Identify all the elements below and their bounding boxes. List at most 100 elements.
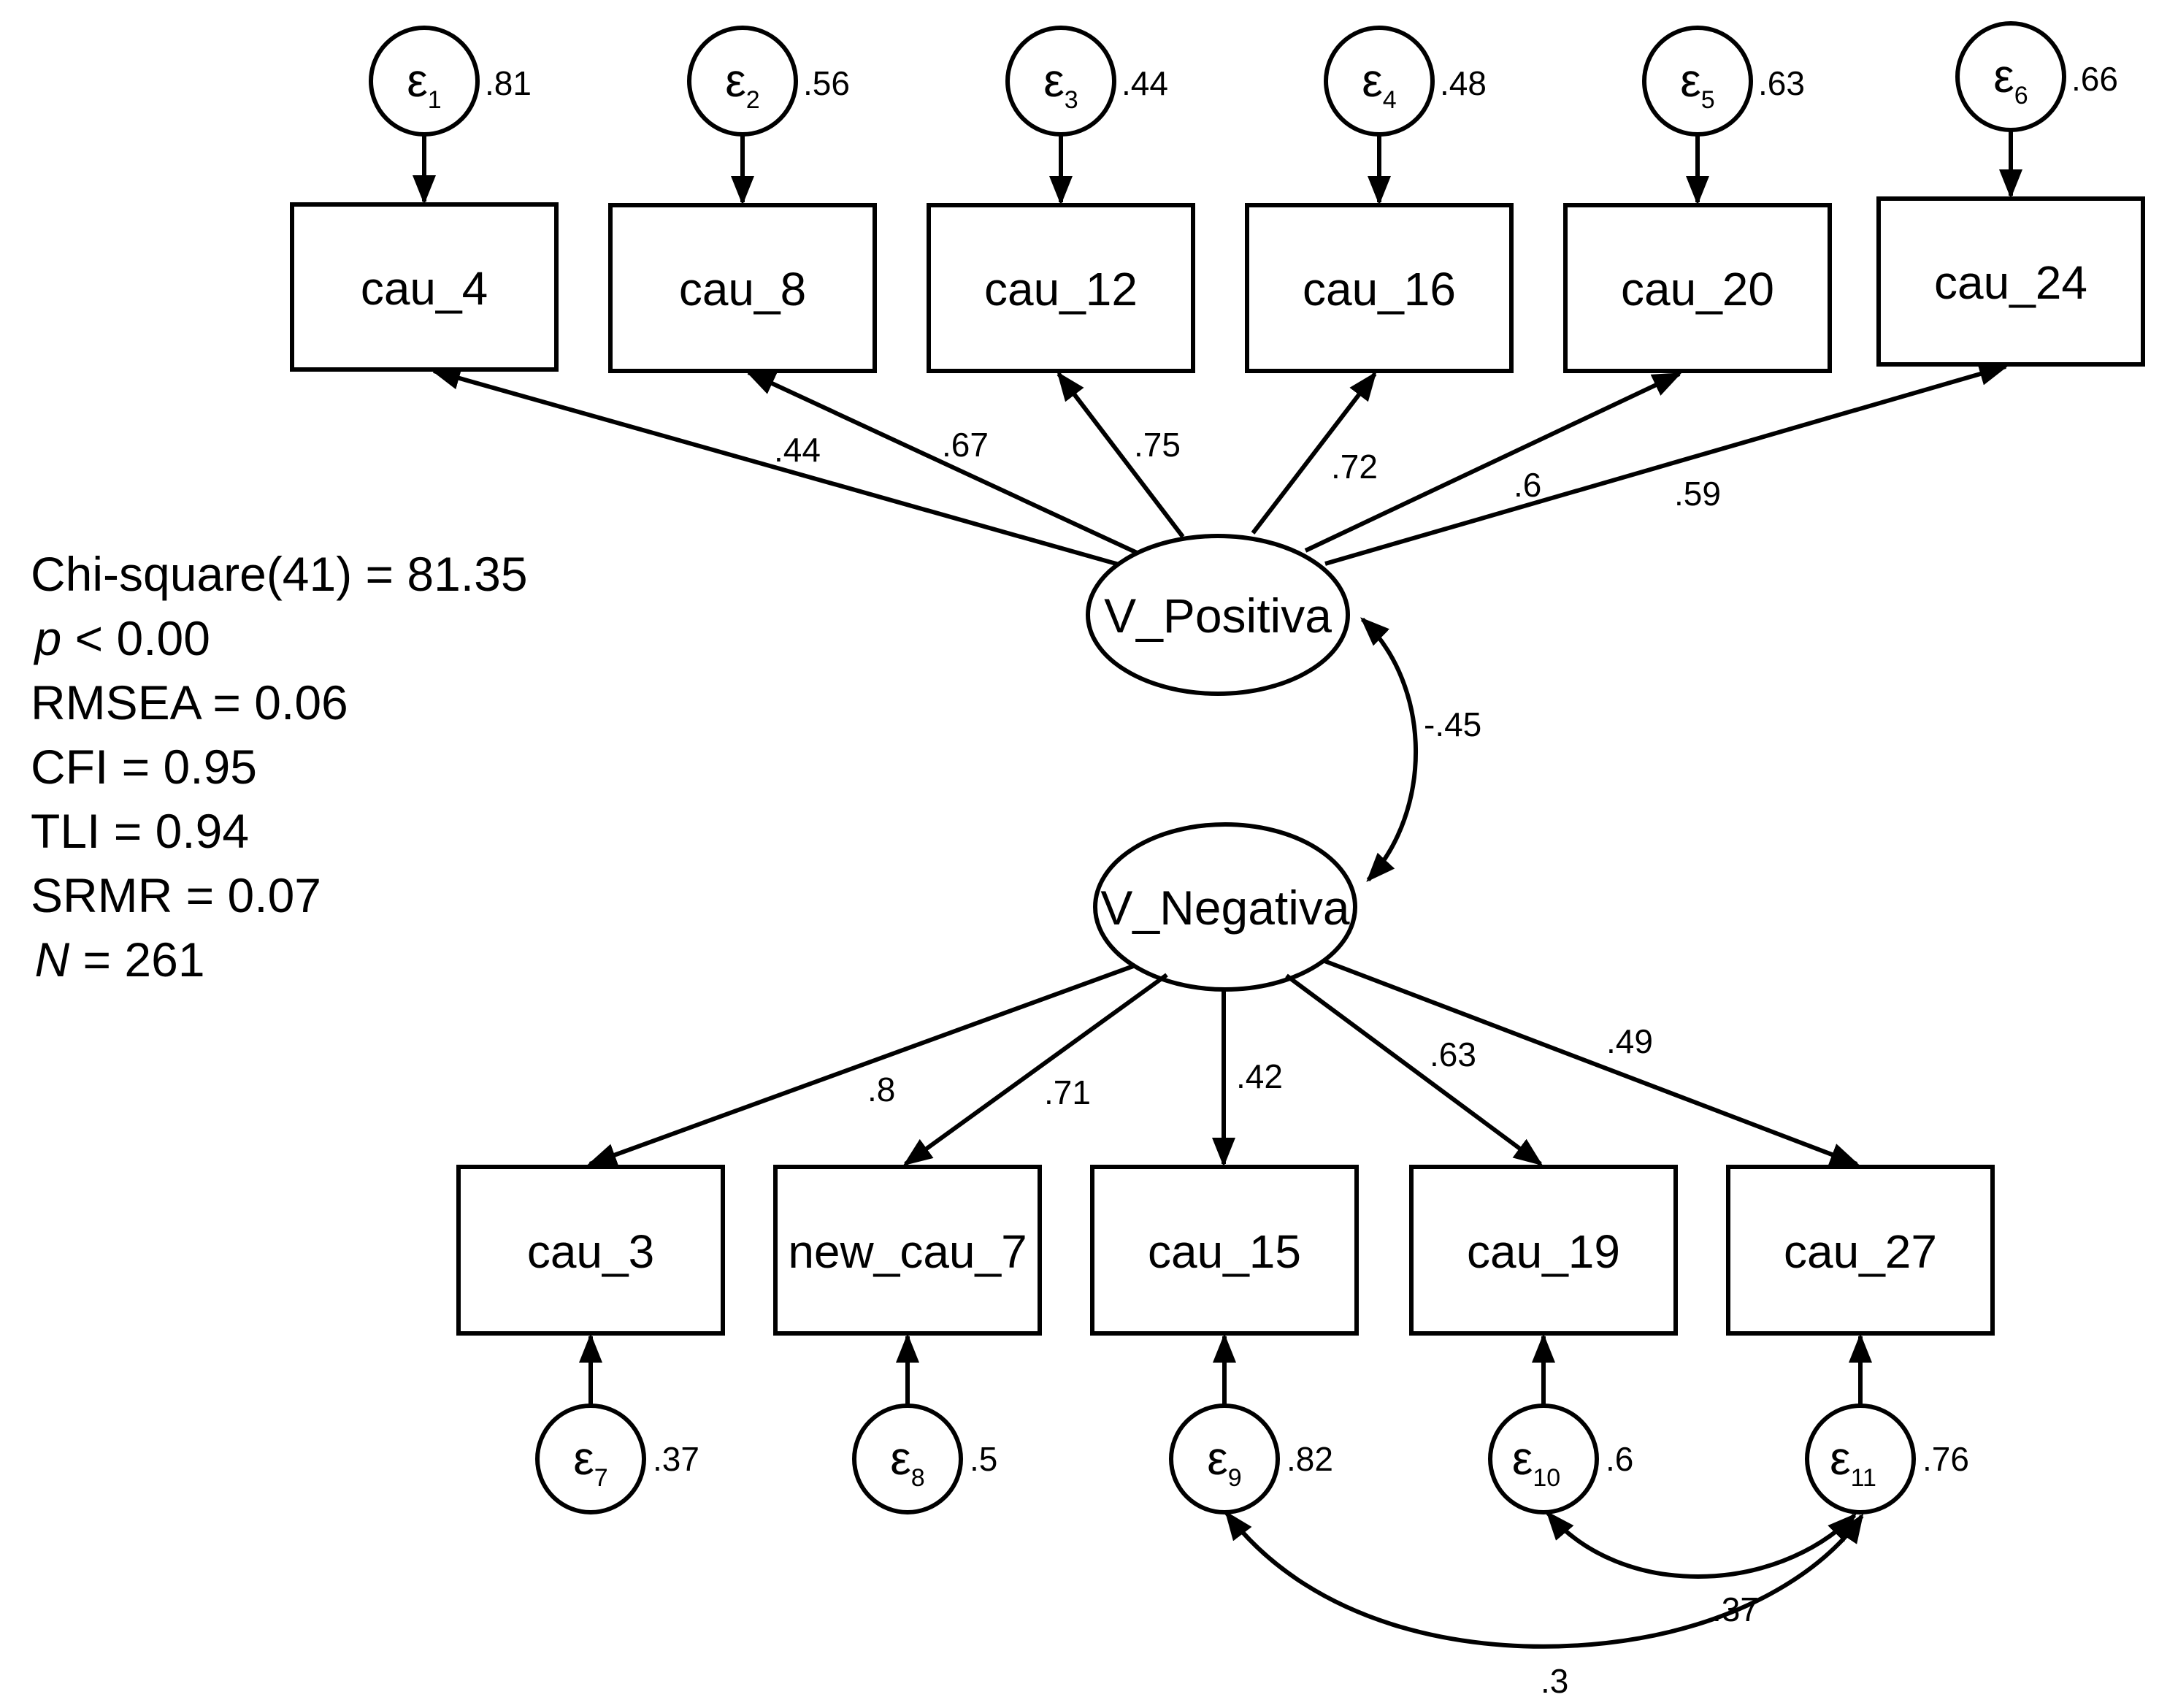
error-term-4: ε4 .48	[1324, 26, 1487, 137]
loading-label-cau_19: .63	[1430, 1035, 1476, 1073]
error-term-11: ε11 .76	[1805, 1403, 1969, 1514]
indicator-label: cau_8	[679, 263, 806, 315]
loading-label-cau_15: .42	[1236, 1057, 1283, 1095]
svg-text:ε1: ε1	[407, 54, 441, 114]
loading-label-cau_3: .8	[867, 1071, 895, 1108]
indicator-label: cau_27	[1784, 1225, 1937, 1278]
latent-label-positiva: V_Positiva	[1104, 589, 1332, 643]
error-covariance-9-11	[1224, 1510, 1864, 1649]
svg-text:ε11: ε11	[1830, 1432, 1876, 1492]
path-positiva-cau_8	[745, 370, 1146, 559]
svg-text:ε9: ε9	[1207, 1432, 1241, 1492]
error-term-2: ε2 .56	[687, 26, 850, 137]
p-value: p < 0.00	[34, 611, 210, 665]
svg-text:ε7: ε7	[573, 1432, 607, 1492]
loading-label-cau_12: .75	[1134, 426, 1181, 464]
path-positiva-cau_4	[431, 367, 1132, 570]
indicator-label: cau_24	[1934, 256, 2087, 309]
path-negativa-cau_27	[1323, 959, 1860, 1166]
error-variance-1: .81	[485, 64, 532, 102]
error-variance-11: .76	[1922, 1440, 1969, 1478]
path-negativa-new_cau_7	[902, 973, 1168, 1166]
path-negativa-cau_19	[1285, 973, 1543, 1166]
error-covariance-label-9-11: .3	[1541, 1662, 1568, 1700]
positive-loading-labels: .44 .67 .75 .72 .6 .59	[774, 426, 1721, 513]
error-variance-2: .56	[803, 64, 850, 102]
rmsea: RMSEA = 0.06	[31, 675, 348, 729]
path-negativa-cau_3	[587, 963, 1137, 1166]
loading-label-cau_27: .49	[1606, 1022, 1653, 1060]
indicator-label: cau_16	[1303, 263, 1456, 315]
cfi: CFI = 0.95	[31, 740, 257, 794]
negative-error-paths	[579, 1333, 1872, 1406]
indicator-label: cau_19	[1467, 1225, 1620, 1278]
indicator-cau_4: cau_4	[290, 202, 559, 372]
loading-label-cau_24: .59	[1674, 475, 1721, 513]
svg-text:ε10: ε10	[1512, 1432, 1560, 1492]
svg-text:ε6: ε6	[1993, 50, 2028, 110]
positive-error-paths	[413, 130, 2022, 205]
latent-covariance-path	[1360, 617, 1418, 882]
indicator-new_cau_7: new_cau_7	[773, 1165, 1042, 1336]
error-variance-9: .82	[1286, 1440, 1333, 1478]
error-variance-7: .37	[653, 1440, 699, 1478]
indicator-cau_8: cau_8	[608, 203, 877, 373]
positive-loading-paths	[431, 362, 2009, 570]
error-term-1: ε1 .81	[369, 26, 532, 137]
svg-text:ε4: ε4	[1362, 54, 1396, 114]
indicator-label: cau_4	[361, 262, 488, 315]
indicator-label: cau_15	[1148, 1225, 1301, 1278]
positive-indicators: cau_4 cau_8 cau_12 cau_16 cau_20 cau_24	[290, 196, 2145, 373]
svg-text:ε8: ε8	[890, 1432, 924, 1492]
error-variance-5: .63	[1758, 64, 1805, 102]
error-term-7: ε7 .37	[535, 1403, 699, 1514]
indicator-cau_20: cau_20	[1563, 203, 1832, 373]
negative-loading-labels: .8 .71 .42 .63 .49	[867, 1022, 1653, 1111]
error-term-10: ε10 .6	[1488, 1403, 1633, 1514]
svg-text:ε2: ε2	[725, 54, 759, 114]
loading-label-cau_4: .44	[774, 431, 821, 469]
error-variance-6: .66	[2071, 60, 2118, 98]
error-variance-3: .44	[1121, 64, 1168, 102]
error-term-8: ε8 .5	[852, 1403, 997, 1514]
path-positiva-cau_12	[1057, 371, 1185, 538]
error-variance-4: .48	[1440, 64, 1487, 102]
svg-text:ε3: ε3	[1043, 54, 1078, 114]
indicator-label: new_cau_7	[788, 1225, 1027, 1278]
negative-indicators: cau_3 new_cau_7 cau_15 cau_19 cau_27	[456, 1165, 1995, 1336]
indicator-label: cau_20	[1621, 263, 1774, 315]
latent-label-negativa: V_Negativa	[1100, 881, 1350, 935]
positive-error-terms: ε1 .81 ε2 .56 ε3 .44 ε4 .48 ε5 .63 ε6 .6…	[369, 21, 2118, 137]
error-term-5: ε5 .63	[1642, 26, 1805, 137]
error-term-3: ε3 .44	[1005, 26, 1168, 137]
path-positiva-cau_20	[1304, 372, 1682, 553]
indicator-cau_27: cau_27	[1726, 1165, 1995, 1336]
indicator-cau_24: cau_24	[1876, 196, 2145, 367]
sample-size: N = 261	[34, 932, 205, 987]
indicator-label: cau_3	[527, 1225, 654, 1278]
error-term-9: ε9 .82	[1169, 1403, 1333, 1514]
indicator-cau_15: cau_15	[1090, 1165, 1359, 1336]
loading-label-cau_20: .6	[1514, 466, 1541, 504]
tli: TLI = 0.94	[31, 804, 250, 858]
srmr: SRMR = 0.07	[31, 868, 321, 922]
error-term-6: ε6 .66	[1955, 21, 2118, 132]
error-variance-10: .6	[1606, 1440, 1633, 1478]
indicator-cau_12: cau_12	[927, 203, 1195, 373]
svg-text:ε5: ε5	[1680, 54, 1714, 114]
indicator-label: cau_12	[984, 263, 1138, 315]
indicator-cau_16: cau_16	[1245, 203, 1514, 373]
error-variance-8: .5	[970, 1440, 997, 1478]
negative-error-terms: ε7 .37 ε8 .5 ε9 .82 ε10 .6 ε11 .76	[535, 1403, 1969, 1514]
loading-label-cau_8: .67	[942, 426, 989, 464]
loading-label-new_cau_7: .71	[1044, 1073, 1091, 1111]
latent-positiva: V_Positiva	[1086, 534, 1350, 696]
fit-statistics: Chi-square(41) = 81.35 p < 0.00 RMSEA = …	[31, 542, 528, 992]
chi-square: Chi-square(41) = 81.35	[31, 547, 528, 601]
indicator-cau_3: cau_3	[456, 1165, 725, 1336]
latent-covariance-label: -.45	[1424, 705, 1481, 743]
indicator-cau_19: cau_19	[1409, 1165, 1678, 1336]
loading-label-cau_16: .72	[1331, 448, 1378, 486]
path-positiva-cau_16	[1251, 371, 1377, 535]
